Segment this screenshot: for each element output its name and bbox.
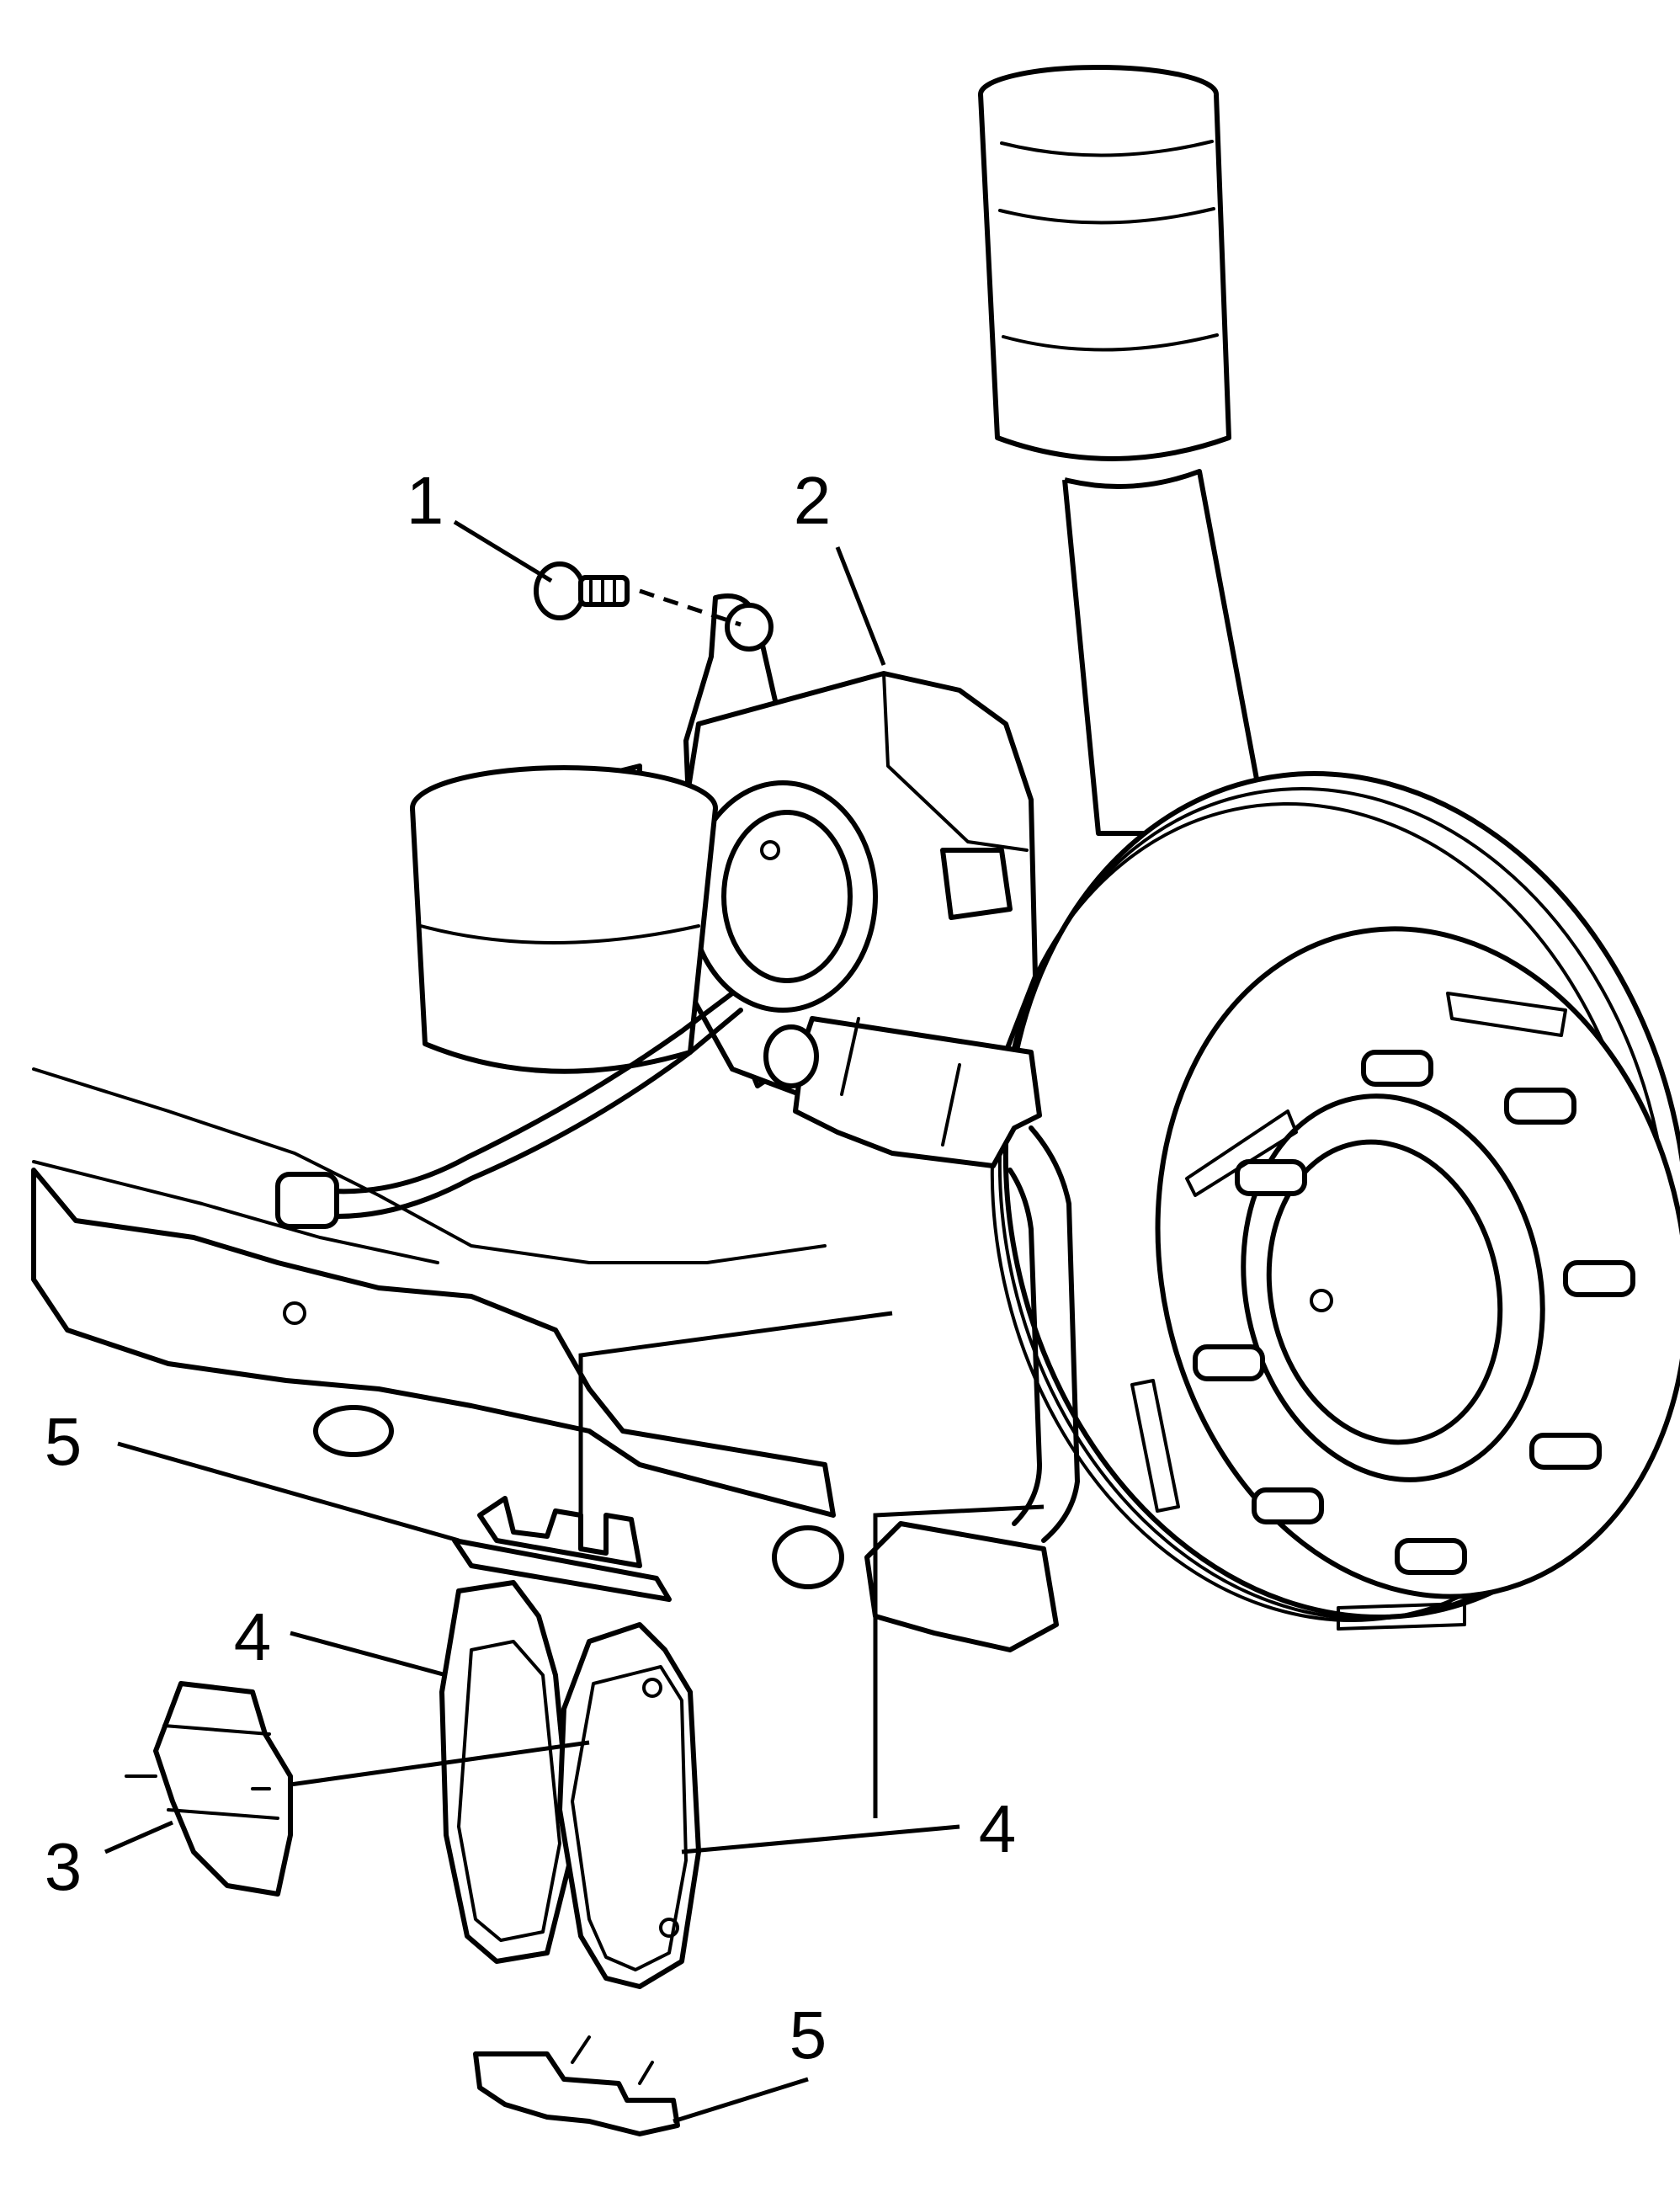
callout-1: 1 (407, 463, 444, 538)
pad-spring-clip (125, 1681, 293, 1897)
callout-2: 2 (794, 463, 832, 538)
caliper-bolt (534, 561, 742, 627)
pad-retainer-clip-upper (452, 1496, 672, 1602)
brake-hose (275, 991, 743, 1229)
leader-lines (104, 519, 1045, 2124)
callout-3: 3 (45, 1829, 82, 1904)
pad-retainer-clip-lower (473, 2035, 680, 2136)
lower-control-arm (31, 1067, 836, 1518)
inboard-brake-pad (557, 1622, 701, 1989)
wheel-studs (1193, 1050, 1635, 1575)
strut-assembly (978, 65, 1269, 836)
callout-labels: 1 2 3 4 4 5 5 (45, 463, 1017, 2072)
callout-4-outboard: 4 (234, 1599, 272, 1674)
spring-housing (410, 765, 718, 1074)
callout-5-lower: 5 (789, 1998, 827, 2072)
callout-5-upper: 5 (45, 1404, 82, 1479)
outboard-brake-pad (439, 1580, 575, 1964)
callout-4-inboard: 4 (979, 1791, 1017, 1866)
brake-caliper (671, 671, 1038, 1097)
brake-rotor (990, 771, 1680, 1631)
caliper-bracket (763, 1016, 1080, 1652)
